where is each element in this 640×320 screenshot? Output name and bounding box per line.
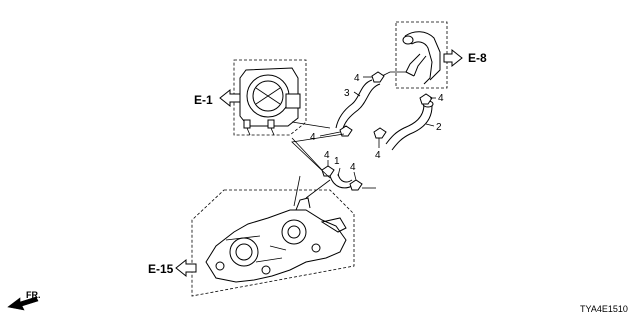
clamp-4e [321, 165, 335, 177]
callout-4-right: 4 [438, 93, 444, 104]
hose-3 [335, 79, 381, 133]
clamp-4c [339, 125, 353, 137]
front-arrow [7, 296, 39, 311]
hose-2 [385, 100, 434, 151]
callout-2: 2 [436, 122, 442, 133]
throttle-body [239, 67, 301, 136]
throttle-body-boundary [233, 59, 307, 136]
callout-4-lower: 4 [350, 162, 356, 173]
ref-label-e1[interactable]: E-1 [194, 93, 213, 107]
callout-4-mid: 4 [375, 150, 381, 161]
callout-1: 1 [334, 156, 340, 167]
front-label: FR. [26, 290, 41, 300]
clamp-4a [371, 71, 385, 83]
pipe-group-boundary [395, 21, 448, 89]
clamp-4b [419, 93, 433, 105]
ref-arrow-e8[interactable] [443, 48, 463, 68]
callout-4-top: 4 [354, 73, 360, 84]
ref-label-e8[interactable]: E-8 [468, 51, 487, 65]
housing-boundary [191, 189, 355, 297]
callout-3: 3 [344, 88, 350, 99]
callout-4-mid-left: 4 [310, 132, 316, 143]
water-pump-housing [205, 197, 347, 283]
clamp-4f [349, 179, 363, 191]
callout-4-lower-left: 4 [324, 150, 330, 161]
leader-lines [291, 76, 436, 207]
hose-1 [329, 173, 353, 189]
ref-arrow-e1[interactable] [219, 88, 241, 108]
ref-label-e15[interactable]: E-15 [148, 262, 174, 276]
diagram-code: TYA4E1510 [580, 304, 628, 314]
clamp-4d [373, 127, 387, 139]
ref-arrow-e15[interactable] [175, 258, 197, 278]
water-pipe [377, 31, 441, 85]
